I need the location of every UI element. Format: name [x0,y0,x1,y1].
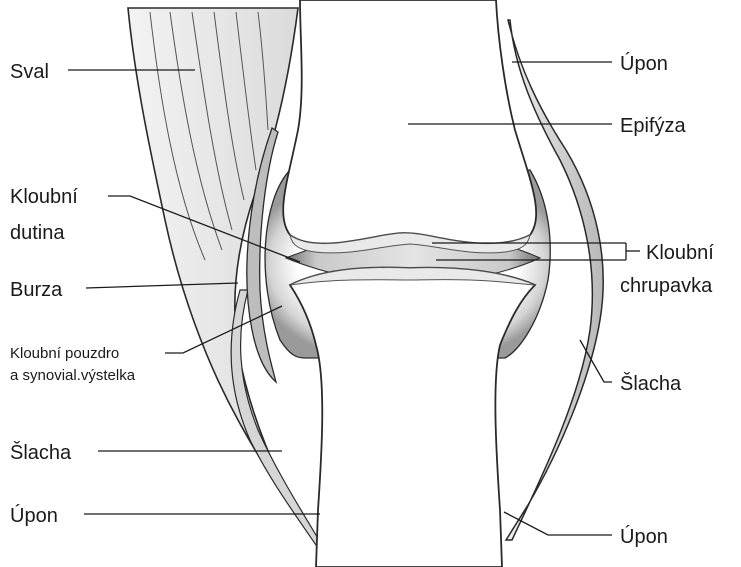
femur-bone-shape [283,0,536,253]
label-sval: Sval [10,61,49,83]
label-upon-left: Úpon [10,504,58,527]
label-kloubni-dutina-line2: dutina [10,222,65,244]
tibia-bone-shape [290,268,535,567]
label-kloubni-pouzdro-line2: a synovial.výstelka [10,367,136,384]
label-slacha-right: Šlacha [620,372,682,395]
label-slacha-left: Šlacha [10,441,72,464]
label-kloubni-pouzdro-line1: Kloubní pouzdro [10,345,119,362]
label-upon-bottom-right: Úpon [620,525,668,548]
label-epifyza: Epifýza [620,115,686,137]
label-kloubni-chrupavka-line2: chrupavka [620,275,713,297]
label-kloubni-dutina-line1: Kloubní [10,186,78,208]
label-burza: Burza [10,279,63,301]
label-upon-top-right: Úpon [620,52,668,75]
label-kloubni-chrupavka-line1: Kloubní [646,242,714,264]
